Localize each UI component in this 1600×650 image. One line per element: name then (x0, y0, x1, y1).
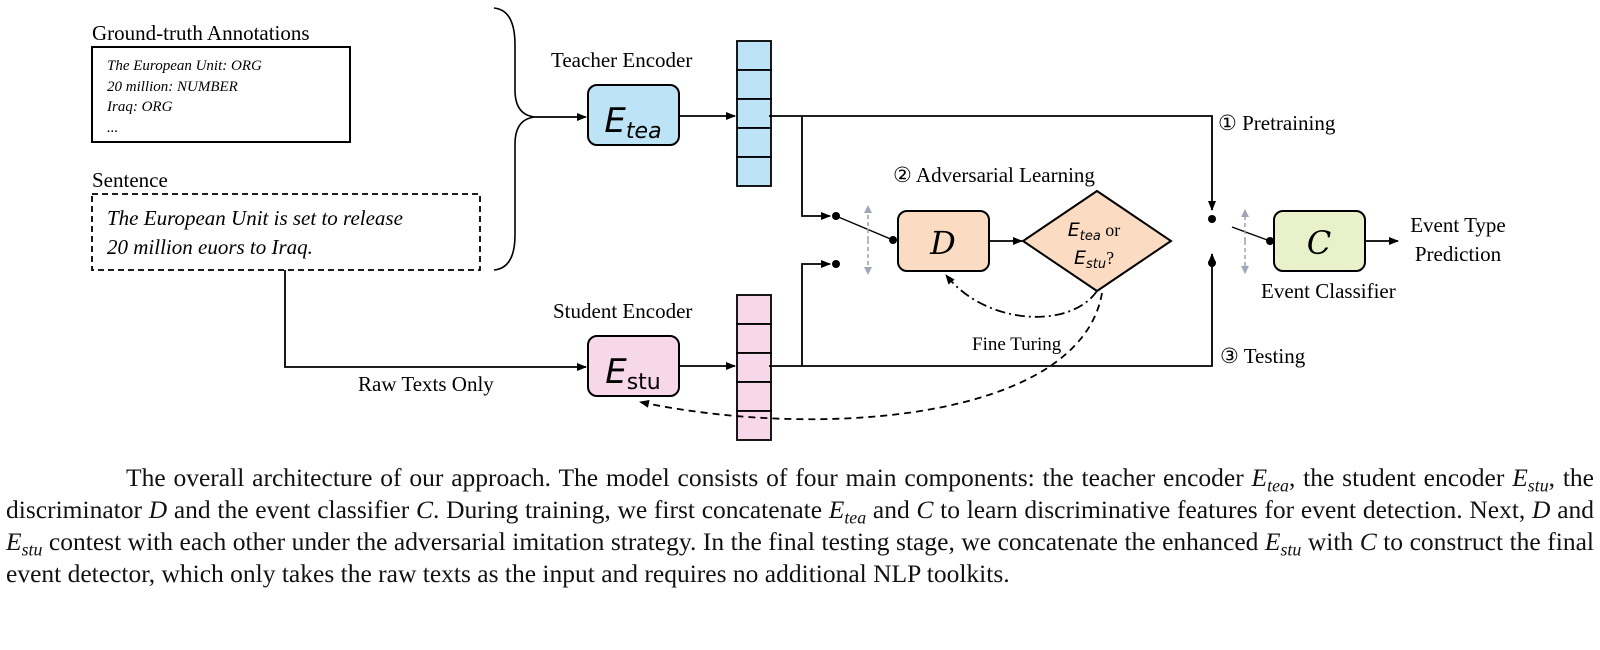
student-to-classifier-line (769, 253, 1216, 367)
annotation-line: 20 million: NUMBER (107, 79, 238, 95)
vector-cell (736, 127, 772, 158)
math-c: C (1359, 527, 1377, 556)
annotations-title: Ground-truth Annotations (92, 21, 310, 45)
student-encoder-symbol: Estu (605, 352, 661, 395)
math-e-stu: Estu (1512, 463, 1549, 496)
prediction-line-1: Event Type (1410, 213, 1506, 237)
vector-cell (736, 294, 772, 325)
annotation-line: The European Unit: ORG (107, 58, 262, 74)
teacher-encoder-symbol: Etea (604, 101, 661, 144)
math-d: D (148, 495, 168, 524)
math-d: D (1532, 495, 1551, 524)
math-c: C (415, 495, 433, 524)
architecture-diagram: Ground-truth Annotations The European Un… (91, 7, 1506, 441)
decision-line-1: Etea or (1068, 219, 1121, 244)
curly-brace (493, 7, 536, 271)
sentence-box (91, 193, 481, 271)
raw-text-arrow (284, 270, 587, 371)
student-feature-vector (736, 294, 772, 441)
math-e-stu: Estu (1264, 527, 1302, 560)
vector-cell (736, 323, 772, 354)
vector-cell (736, 98, 772, 129)
switch-terminal (832, 260, 840, 268)
classifier-symbol: C (1307, 224, 1331, 262)
math-e-tea: Etea (828, 495, 867, 528)
switch-terminal (1208, 215, 1216, 223)
fine-tuning-arrow-to-student (639, 292, 1103, 421)
vector-cell (736, 352, 772, 383)
figure-caption: The overall architecture of our approach… (6, 463, 1595, 588)
sentence-line: 20 million euors to Iraq. (107, 235, 313, 259)
switch-lever (1231, 226, 1271, 242)
classifier-label: Event Classifier (1261, 279, 1396, 303)
student-encoder-title: Student Encoder (553, 299, 692, 323)
decision-line-2: Estu? (1074, 247, 1114, 272)
switch-terminal (1208, 259, 1216, 267)
testing-label: ③ Testing (1220, 344, 1306, 368)
math-c: C (916, 495, 934, 524)
vector-cell (736, 69, 772, 100)
teacher-encoder-title: Teacher Encoder (551, 48, 692, 72)
math-e-stu: Estu (6, 527, 43, 560)
pretraining-label: ① Pretraining (1218, 111, 1336, 135)
annotation-line: ... (107, 120, 118, 136)
math-e-tea: Etea (1251, 463, 1289, 496)
teacher-feature-vector (736, 40, 772, 187)
prediction-line-2: Prediction (1415, 242, 1502, 266)
teacher-encoder-box (587, 84, 680, 146)
vector-cell (736, 381, 772, 412)
sentence-line: The European Unit is set to release (107, 206, 403, 230)
vector-cell (736, 410, 772, 441)
annotations-box (91, 46, 351, 143)
sentence-title: Sentence (92, 168, 168, 192)
fine-tuning-arrow-to-discriminator (945, 274, 1098, 318)
teacher-to-discriminator-line (801, 116, 831, 220)
student-to-discriminator-line (801, 260, 831, 366)
fine-tuning-label: Fine Turing (972, 334, 1062, 355)
teacher-to-classifier-line (769, 115, 1216, 211)
annotation-line: Iraq: ORG (106, 99, 173, 115)
switch-lever (835, 215, 894, 241)
vector-cell (736, 40, 772, 71)
adversarial-learning-label: ② Adversarial Learning (893, 163, 1095, 187)
discriminator-symbol: D (929, 224, 956, 262)
raw-texts-label: Raw Texts Only (358, 372, 494, 396)
vector-cell (736, 156, 772, 187)
